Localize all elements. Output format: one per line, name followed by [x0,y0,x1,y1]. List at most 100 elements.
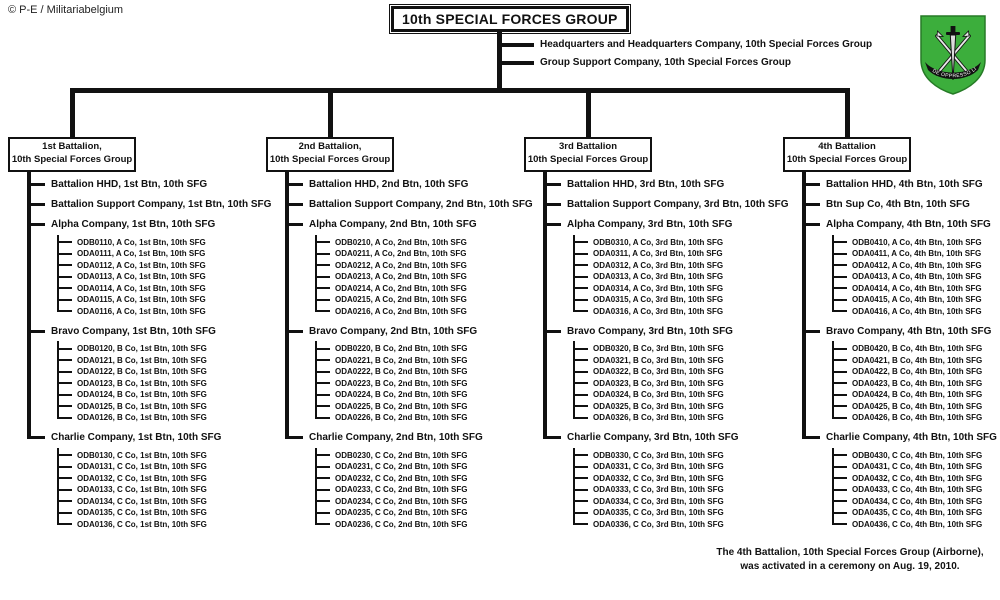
team-row: ODA0416, A Co, 4th Btn, 10th SFG [832,306,1000,318]
team-row: ODA0414, A Co, 4th Btn, 10th SFG [832,283,1000,295]
branch-tick-icon [832,264,847,267]
team-label: ODA0224, B Co, 2nd Btn, 10th SFG [335,390,468,400]
team-label: ODA0215, A Co, 2nd Btn, 10th SFG [335,295,467,305]
battalion-drop-line [70,88,75,137]
team-row: ODB0220, B Co, 2nd Btn, 10th SFG [315,343,520,355]
company-label: Alpha Company, 2nd Btn, 10th SFG [309,219,477,231]
team-row: ODA0434, C Co, 4th Btn, 10th SFG [832,496,1000,508]
branch-tick-icon [573,287,588,290]
branch-tick-icon [57,477,72,480]
branch-tick-icon [832,488,847,491]
main-rail-line [70,88,850,93]
branch-tick-icon [573,359,588,362]
team-label: ODB0410, A Co, 4th Btn, 10th SFG [852,237,982,247]
team-row: ODA0326, B Co, 3rd Btn, 10th SFG [573,412,778,424]
team-row: ODA0423, B Co, 4th Btn, 10th SFG [832,378,1000,390]
branch-tick-icon [832,511,847,514]
battalion-tree: Battalion HHD, 2nd Btn, 10th SFG Battalio… [266,171,533,535]
team-row: ODA0116, A Co, 1st Btn, 10th SFG [57,306,262,318]
battalion-name: 2nd Battalion, [298,141,362,152]
branch-tick-icon [315,511,330,514]
branch-tick-icon [832,298,847,301]
team-row: ODA0322, B Co, 3rd Btn, 10th SFG [573,366,778,378]
branch-tick-icon [832,252,847,255]
team-label: ODA0434, C Co, 4th Btn, 10th SFG [852,496,983,506]
branch-tick-icon [315,488,330,491]
team-row: ODA0426, B Co, 4th Btn, 10th SFG [832,412,1000,424]
team-row: ODA0325, B Co, 3rd Btn, 10th SFG [573,401,778,413]
battalion-group: 10th Special Forces Group [786,153,908,165]
team-label: ODB0220, B Co, 2nd Btn, 10th SFG [335,344,468,354]
battalion-group: 10th Special Forces Group [269,153,391,165]
team-row: ODA0332, C Co, 3rd Btn, 10th SFG [573,473,778,485]
team-label: ODA0435, C Co, 4th Btn, 10th SFG [852,508,983,518]
team-row: ODA0334, C Co, 3rd Btn, 10th SFG [573,496,778,508]
company-label: Battalion HHD, 2nd Btn, 10th SFG [309,179,469,191]
team-label: ODA0422, B Co, 4th Btn, 10th SFG [852,367,983,377]
team-row: ODA0324, B Co, 3rd Btn, 10th SFG [573,389,778,401]
branch-tick-icon [802,183,820,187]
team-row: ODB0320, B Co, 3rd Btn, 10th SFG [573,343,778,355]
team-row: ODA0236, C Co, 2nd Btn, 10th SFG [315,519,520,531]
copyright-text: © P-E / Militariabelgium [8,4,124,16]
branch-tick-icon [315,370,330,373]
battalion-drop-line [328,88,333,137]
branch-tick-icon [573,523,588,526]
team-label: ODB0110, A Co, 1st Btn, 10th SFG [77,237,206,247]
team-row: ODA0136, C Co, 1st Btn, 10th SFG [57,519,262,531]
hq-stub-line [500,43,534,47]
team-row: ODA0122, B Co, 1st Btn, 10th SFG [57,366,262,378]
company-label: Battalion Support Company, 3rd Btn, 10th… [567,199,789,211]
team-label: ODA0436, C Co, 4th Btn, 10th SFG [852,519,983,529]
team-row: ODA0331, C Co, 3rd Btn, 10th SFG [573,461,778,473]
team-label: ODA0125, B Co, 1st Btn, 10th SFG [77,401,207,411]
team-row: ODA0124, B Co, 1st Btn, 10th SFG [57,389,262,401]
team-row: ODA0214, A Co, 2nd Btn, 10th SFG [315,283,520,295]
team-row: ODA0312, A Co, 3rd Btn, 10th SFG [573,260,778,272]
branch-tick-icon [543,436,561,440]
branch-tick-icon [27,223,45,227]
team-label: ODA0234, C Co, 2nd Btn, 10th SFG [335,496,468,506]
hhc-label: Headquarters and Headquarters Company, 1… [540,39,873,50]
branch-tick-icon [315,523,330,526]
branch-tick-icon [832,393,847,396]
team-label: ODA0331, C Co, 3rd Btn, 10th SFG [593,462,724,472]
company-label: Battalion Support Company, 2nd Btn, 10th… [309,199,533,211]
branch-tick-icon [802,329,820,333]
team-row: ODA0222, B Co, 2nd Btn, 10th SFG [315,366,520,378]
team-label: ODA0225, B Co, 2nd Btn, 10th SFG [335,401,468,411]
company-row: Charlie Company, 2nd Btn, 10th SFG [285,428,520,448]
branch-tick-icon [543,223,561,227]
team-label: ODB0310, A Co, 3rd Btn, 10th SFG [593,237,724,247]
team-label: ODA0232, C Co, 2nd Btn, 10th SFG [335,473,468,483]
company-label: Bravo Company, 3rd Btn, 10th SFG [567,325,733,337]
branch-tick-icon [285,329,303,333]
team-label: ODA0132, C Co, 1st Btn, 10th SFG [77,473,207,483]
team-row: ODB0120, B Co, 1st Btn, 10th SFG [57,343,262,355]
team-row: ODA0431, C Co, 4th Btn, 10th SFG [832,461,1000,473]
branch-tick-icon [57,523,72,526]
company-label: Alpha Company, 1st Btn, 10th SFG [51,219,216,231]
branch-tick-icon [57,370,72,373]
team-row: ODB0410, A Co, 4th Btn, 10th SFG [832,237,1000,249]
team-row: ODA0231, C Co, 2nd Btn, 10th SFG [315,461,520,473]
branch-tick-icon [573,405,588,408]
team-label: ODA0325, B Co, 3rd Btn, 10th SFG [593,401,724,411]
branch-tick-icon [57,454,72,457]
branch-tick-icon [315,393,330,396]
team-row: ODA0221, B Co, 2nd Btn, 10th SFG [315,355,520,367]
battalion-box: 2nd Battalion,10th Special Forces Group [266,137,394,172]
branch-tick-icon [543,203,561,207]
company-row: Battalion Support Company, 3rd Btn, 10th… [543,195,789,215]
team-label: ODA0336, C Co, 3rd Btn, 10th SFG [593,519,724,529]
branch-tick-icon [832,370,847,373]
company-label: Charlie Company, 4th Btn, 10th SFG [826,432,997,444]
branch-tick-icon [57,488,72,491]
branch-tick-icon [802,203,820,207]
